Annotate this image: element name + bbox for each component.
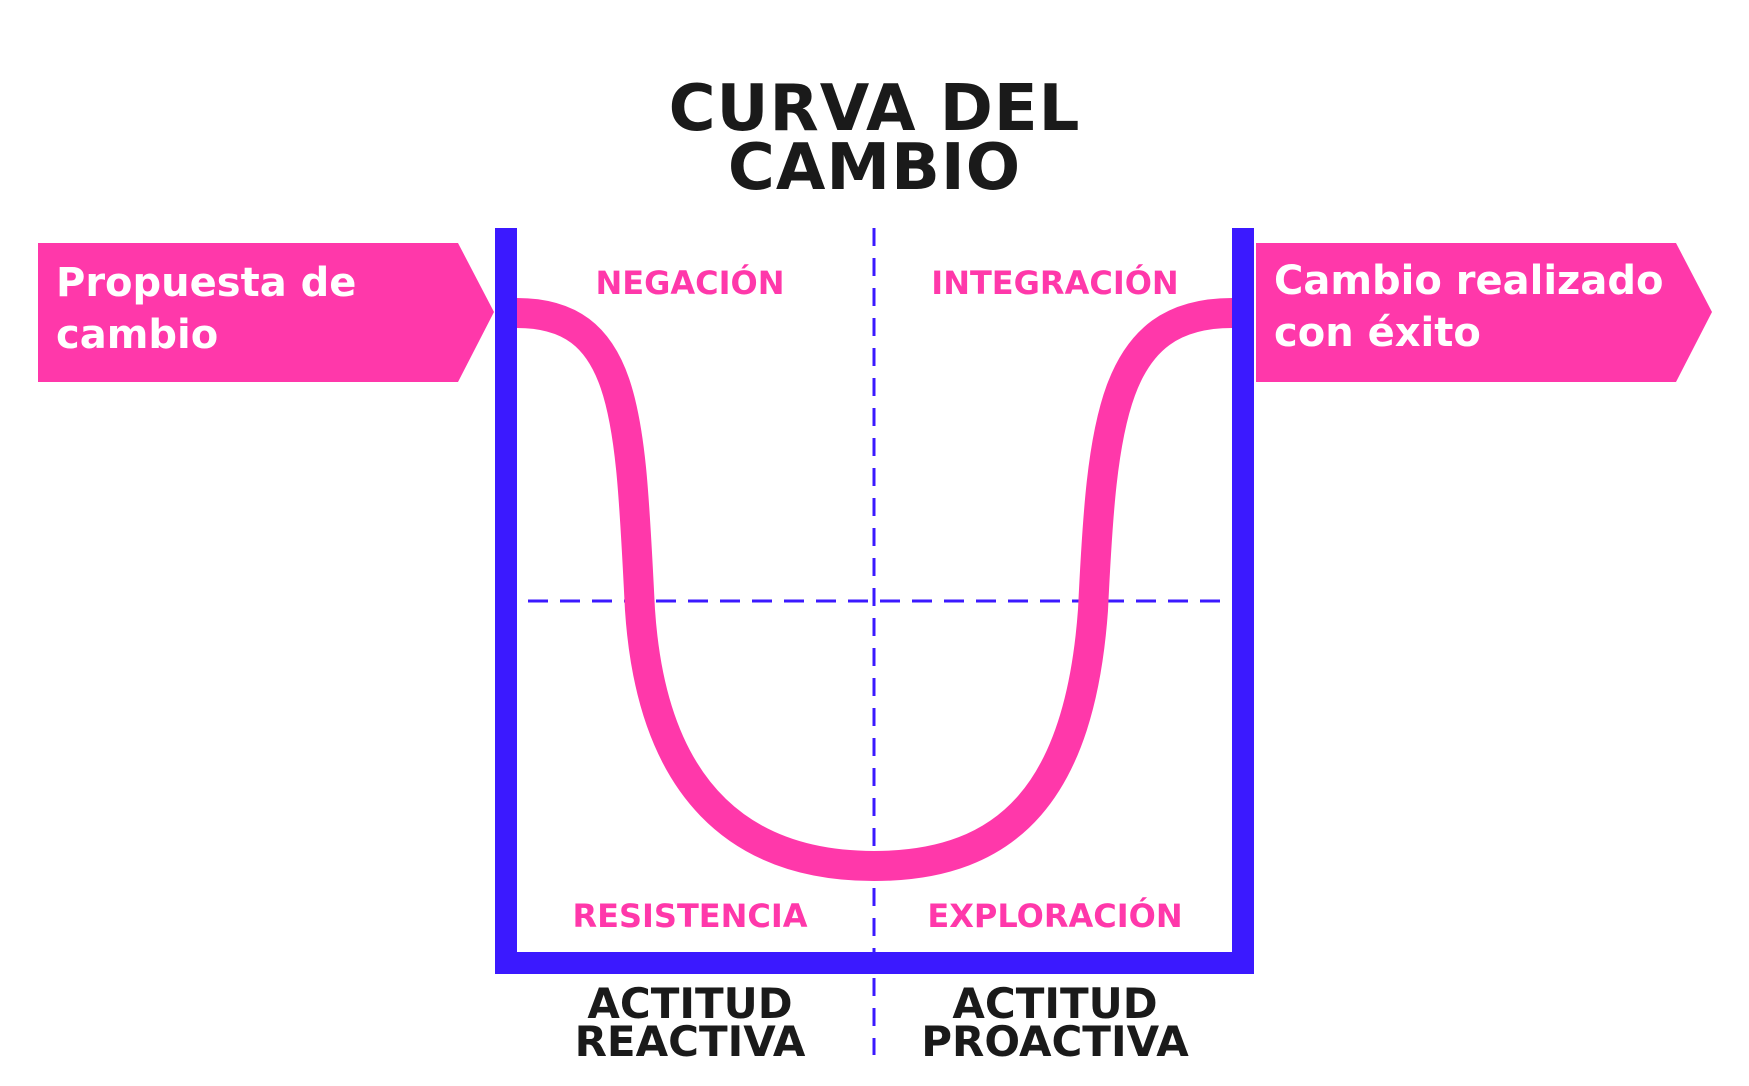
attitude-reactive: ACTITUD REACTIVA bbox=[510, 979, 870, 1066]
quadrant-resistencia: RESISTENCIA bbox=[572, 897, 808, 935]
attitude-proactive: ACTITUD PROACTIVA bbox=[875, 979, 1235, 1066]
quadrant-exploracion: EXPLORACIÓN bbox=[927, 897, 1183, 935]
quadrant-integracion: INTEGRACIÓN bbox=[931, 264, 1179, 302]
diagram-title-line-2: CAMBIO bbox=[727, 131, 1022, 205]
end-arrow: Cambio realizado con éxito bbox=[1256, 243, 1712, 382]
attitude-reactive-line-1: ACTITUD bbox=[587, 979, 793, 1028]
frame bbox=[495, 228, 1254, 974]
start-label-line-1: Propuesta de bbox=[56, 260, 357, 306]
attitude-proactive-line-2: PROACTIVA bbox=[921, 1017, 1189, 1066]
attitude-reactive-line-2: REACTIVA bbox=[574, 1017, 806, 1066]
end-label-line-2: con éxito bbox=[1274, 310, 1481, 356]
start-arrow: Propuesta de cambio bbox=[38, 243, 494, 382]
end-label-line-1: Cambio realizado bbox=[1274, 258, 1664, 304]
quadrant-negacion: NEGACIÓN bbox=[595, 264, 785, 302]
diagram-title-line-1: CURVA DEL bbox=[668, 72, 1081, 146]
start-label-line-2: cambio bbox=[56, 312, 219, 358]
change-curve bbox=[516, 298, 1233, 882]
attitude-proactive-line-1: ACTITUD bbox=[952, 979, 1158, 1028]
